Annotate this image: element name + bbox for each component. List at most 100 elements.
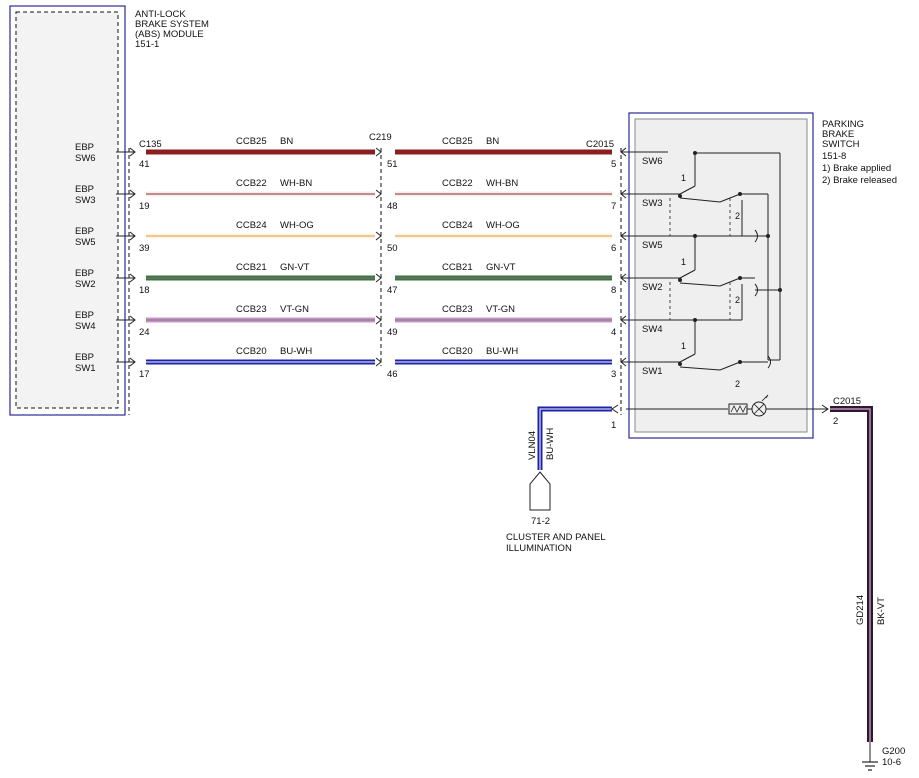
ebp-label-line-2: SW6	[75, 153, 96, 164]
abs-pin-arrow	[129, 147, 136, 157]
abs-pin-arrow	[129, 231, 136, 241]
c219-pin-arrow	[375, 147, 382, 157]
c219-pin-number: 51	[387, 159, 398, 170]
abs-pin-arrow	[129, 273, 136, 283]
abs-pin-number: 19	[139, 201, 150, 212]
abs-pin-number: 39	[139, 243, 150, 254]
abs-pin-number: 18	[139, 285, 150, 296]
abs-module-name-line-3: (ABS) MODULE	[135, 29, 204, 40]
ebp-label-line-2: SW4	[75, 321, 96, 332]
sw5-applied-number: 1	[681, 257, 686, 267]
circuit-id-b: CCB25	[442, 136, 473, 147]
circuit-id-a: CCB22	[236, 178, 267, 189]
color-code-b: WH-OG	[486, 220, 520, 231]
ebp-label-line-2: SW3	[75, 195, 96, 206]
switch-pin-number: 4	[611, 327, 616, 338]
c2015-label: C2015	[586, 139, 614, 150]
illumination-circuit: 1 VLN04 BU-WH 71-2 CLUSTER AND PANEL ILL…	[506, 404, 619, 554]
ground-circuit: C2015 2 GD214 BK-VT G200 10-6	[830, 396, 905, 771]
abs-module-name-line-1: ANTI-LOCK	[135, 9, 186, 20]
color-code-b: GN-VT	[486, 262, 516, 273]
switch-junction-dots	[678, 151, 782, 366]
abs-module-outer-border	[9, 5, 126, 416]
circuit-id-a: CCB23	[236, 304, 267, 315]
sw3-released-number: 2	[735, 211, 740, 221]
switch-dashed-linkages	[669, 198, 731, 320]
ground-id: G200	[882, 746, 905, 757]
ebp-label-line-1: EBP	[75, 310, 94, 321]
vln04-wire-stripe	[539, 408, 612, 470]
switch-pin-number: 5	[611, 159, 616, 170]
sw4-applied-number: 1	[681, 341, 686, 351]
c219-pin-number: 46	[387, 369, 398, 380]
color-code-a: VT-GN	[280, 304, 309, 315]
c135-label: C135	[139, 139, 162, 150]
color-code-a: WH-OG	[280, 220, 314, 231]
illumination-lamp	[626, 394, 829, 417]
illumination-label-line-2: ILLUMINATION	[506, 543, 572, 554]
illumination-label-line-1: CLUSTER AND PANEL	[506, 532, 606, 543]
c219-pin-arrow	[375, 273, 382, 283]
switch-pin-number: 6	[611, 243, 616, 254]
switch-contact-label: SW6	[642, 156, 663, 167]
ebp-label-line-1: EBP	[75, 352, 94, 363]
abs-pin-number: 24	[139, 327, 150, 338]
switch-inner-border	[634, 118, 808, 433]
sw2-released-number: 2	[735, 295, 740, 305]
gd214-wire-stripe	[830, 408, 871, 742]
c219-pin-arrow	[375, 231, 382, 241]
switch-name-line-2: BRAKE	[822, 129, 854, 140]
circuit-id-b: CCB23	[442, 304, 473, 315]
c219-pin-number: 50	[387, 243, 398, 254]
circuit-id-a: CCB21	[236, 262, 267, 273]
c219-pin-arrow	[375, 357, 382, 367]
circuit-id-b: CCB21	[442, 262, 473, 273]
illumination-pin: 1	[611, 420, 616, 431]
ebp-label-line-1: EBP	[75, 142, 94, 153]
ground-circuit-label: GD214	[855, 595, 866, 625]
sw1-released-number: 2	[735, 379, 740, 389]
switch-pin-number: 7	[611, 201, 616, 212]
abs-pin-arrow	[129, 357, 136, 367]
abs-module-ref: 151-1	[135, 39, 159, 50]
abs-module-name-line-2: BRAKE SYSTEM	[135, 19, 209, 30]
c219-pin-number: 48	[387, 201, 398, 212]
c219-label: C219	[369, 132, 392, 143]
ground-connector-label: C2015	[833, 396, 861, 407]
c219-pin-arrow	[375, 315, 382, 325]
color-code-b: BN	[486, 136, 499, 147]
ground-pin: 2	[833, 416, 838, 427]
color-code-a: BU-WH	[280, 346, 312, 357]
switch-contact-label: SW2	[642, 282, 663, 293]
ground-color-label: BK-VT	[876, 597, 887, 625]
switch-internals	[650, 152, 781, 371]
ground-ref: 10-6	[882, 757, 901, 768]
c219-pin-number: 47	[387, 285, 398, 296]
switch-pin-number: 8	[611, 285, 616, 296]
color-code-b: BU-WH	[486, 346, 518, 357]
circuit-id-a: CCB25	[236, 136, 267, 147]
color-code-a: WH-BN	[280, 178, 312, 189]
switch-contact-label: SW4	[642, 324, 663, 335]
circuit-id-b: CCB20	[442, 346, 473, 357]
switch-name-line-3: SWITCH	[822, 139, 860, 150]
color-code-a: GN-VT	[280, 262, 310, 273]
abs-module: ANTI-LOCK BRAKE SYSTEM (ABS) MODULE 151-…	[9, 5, 209, 416]
illumination-circuit-label: VLN04	[527, 431, 538, 460]
abs-pin-number: 41	[139, 159, 150, 170]
c219-pin-arrow	[375, 189, 382, 199]
splice-connector-icon	[529, 471, 551, 511]
circuit-id-b: CCB24	[442, 220, 473, 231]
abs-module-inner-border	[15, 11, 119, 409]
ebp-label-line-2: SW2	[75, 279, 96, 290]
illumination-color-label: BU-WH	[545, 428, 556, 460]
switch-outer-border	[628, 112, 814, 439]
switch-contact-label: SW1	[642, 366, 663, 377]
ebp-label-line-2: SW5	[75, 237, 96, 248]
circuit-id-b: CCB22	[442, 178, 473, 189]
